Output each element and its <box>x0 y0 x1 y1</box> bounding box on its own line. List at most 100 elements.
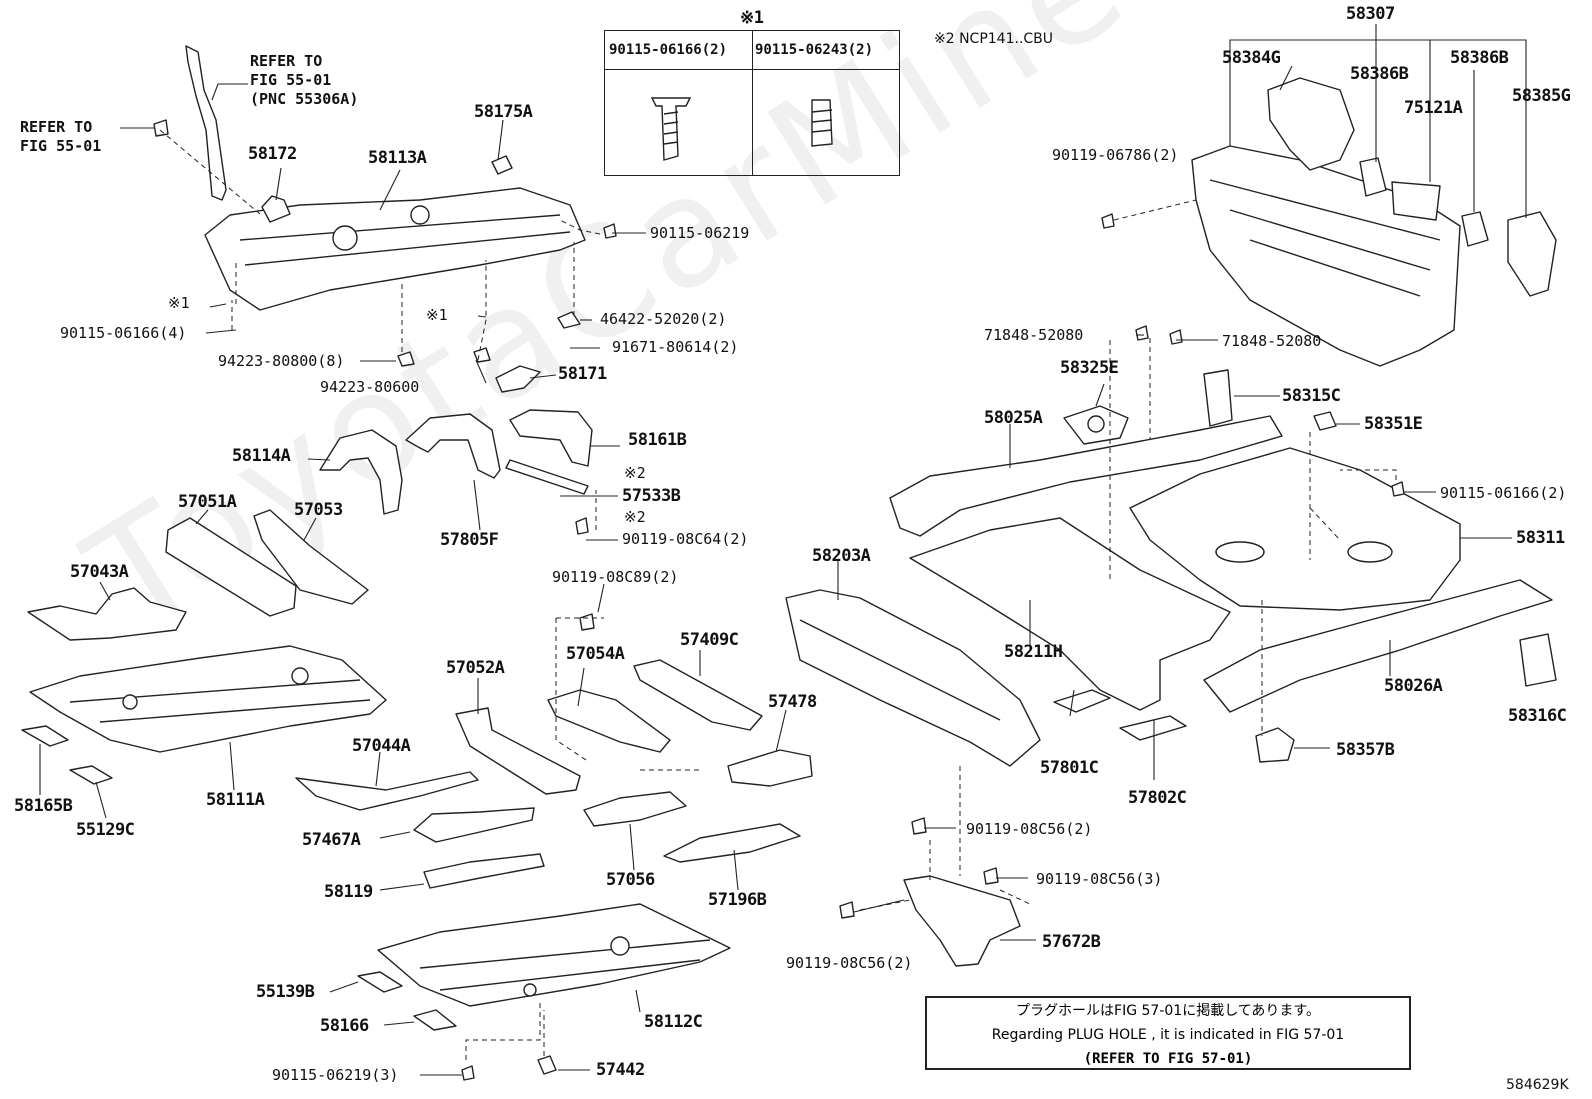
label-57672B: 57672B <box>1042 932 1101 952</box>
part-57044A-shape <box>295 771 479 811</box>
part-57801C-shape <box>1053 689 1111 713</box>
label-58311: 58311 <box>1516 528 1565 548</box>
label-58386B-b: 58386B <box>1450 48 1509 68</box>
note-line-japanese: プラグホールはFIG 57-01に掲載してあります。 <box>1016 1003 1320 1019</box>
fastener-reference-box: 90115-06166(2) 90115-06243(2) <box>604 30 900 176</box>
label-55139B: 55139B <box>256 982 315 1002</box>
label-90119-08C56-3: 90119-08C56(3) <box>1036 870 1163 888</box>
part-58165B-shape <box>21 725 69 747</box>
label-58166: 58166 <box>320 1016 369 1036</box>
note-mark-2: ※2 NCP141..CBU <box>934 31 1054 47</box>
label-57056: 57056 <box>606 870 655 890</box>
label-58211H: 58211H <box>1004 642 1063 662</box>
label-75121A: 75121A <box>1404 98 1463 118</box>
label-90119-08C64: 90119-08C64(2) <box>622 530 749 548</box>
label-90115-06166-4: 90115-06166(4) <box>60 324 187 342</box>
label-58165B: 58165B <box>14 796 73 816</box>
part-58111A-shape <box>29 645 387 753</box>
label-58025A: 58025A <box>984 408 1043 428</box>
label-58172: 58172 <box>248 144 297 164</box>
part-58315C-shape <box>1203 369 1233 427</box>
part-58203A-shape <box>785 589 1041 767</box>
note-mark-1-top: ※1 <box>740 8 764 28</box>
part-58114A-shape <box>319 429 403 515</box>
plug-hole-note: プラグホールはFIG 57-01に掲載してあります。 Regarding PLU… <box>925 996 1411 1070</box>
fastener-col2-label: 90115-06243(2) <box>755 42 874 58</box>
label-94223-80800: 94223-80800(8) <box>218 352 345 370</box>
part-57051A-shape <box>165 517 297 617</box>
label-57054A: 57054A <box>566 644 625 664</box>
label-58385G: 58385G <box>1512 86 1571 106</box>
diagram-id: 584629K <box>1506 1077 1569 1093</box>
part-55139B-shape <box>357 971 403 993</box>
label-58357B: 58357B <box>1336 740 1395 760</box>
part-58113A-shape <box>204 187 586 311</box>
part-57052A-shape <box>455 707 581 795</box>
label-note-mark-1b: ※1 <box>426 306 448 324</box>
part-58311-shape <box>1129 447 1461 611</box>
part-57409C-shape <box>633 659 763 731</box>
label-note-mark-1a: ※1 <box>168 294 190 312</box>
label-91671-80614: 91671-80614(2) <box>612 338 739 356</box>
part-57478-shape <box>727 749 813 787</box>
label-90119-08C56-2a: 90119-08C56(2) <box>966 820 1093 838</box>
label-57409C: 57409C <box>680 630 739 650</box>
label-57044A: 57044A <box>352 736 411 756</box>
label-58307: 58307 <box>1346 4 1395 24</box>
label-note-mark-2b: ※2 <box>624 508 646 526</box>
label-57053: 57053 <box>294 500 343 520</box>
label-58384G: 58384G <box>1222 48 1281 68</box>
label-90119-08C89: 90119-08C89(2) <box>552 568 679 586</box>
label-58119: 58119 <box>324 882 373 902</box>
label-90119-08C56-2b: 90119-08C56(2) <box>786 954 913 972</box>
part-58384G-shape <box>1267 77 1355 171</box>
label-71848-52080-b: 71848-52080 <box>1222 332 1322 350</box>
label-57478: 57478 <box>768 692 817 712</box>
label-58112C: 58112C <box>644 1012 703 1032</box>
pillar-bracket-shape <box>185 45 227 201</box>
label-90119-06786: 90119-06786(2) <box>1052 146 1179 164</box>
label-57533B: 57533B <box>622 486 681 506</box>
part-57672B-shape <box>903 875 1021 967</box>
label-note-mark-2a: ※2 <box>624 464 646 482</box>
part-58316C-shape <box>1519 633 1557 687</box>
part-58171-shape <box>495 365 541 393</box>
label-57467A: 57467A <box>302 830 361 850</box>
label-55129C: 55129C <box>76 820 135 840</box>
part-58386B-b-shape <box>1461 211 1489 247</box>
part-57053-shape <box>253 509 369 605</box>
label-58111A: 58111A <box>206 790 265 810</box>
label-58386B-a: 58386B <box>1350 64 1409 84</box>
label-71848-52080-a: 71848-52080 <box>984 326 1084 344</box>
part-57802C-shape <box>1119 715 1187 741</box>
part-58166-shape <box>413 1009 457 1031</box>
label-58171: 58171 <box>558 364 607 384</box>
part-75121A-shape <box>1391 181 1441 221</box>
part-58351E-shape <box>1313 411 1337 431</box>
part-57805F-shape <box>405 413 501 479</box>
part-57054A-shape <box>547 689 671 753</box>
part-58175A-shape <box>491 155 513 175</box>
label-58114A: 58114A <box>232 446 291 466</box>
label-57196B: 57196B <box>708 890 767 910</box>
part-58025A-shape <box>889 415 1283 537</box>
note-line-english: Regarding PLUG HOLE , it is indicated in… <box>991 1027 1345 1043</box>
label-90115-06219: 90115-06219 <box>650 224 750 242</box>
part-58161B-shape <box>509 409 593 467</box>
part-57196B-shape <box>663 823 801 863</box>
part-57442-shape <box>537 1055 557 1075</box>
label-57802C: 57802C <box>1128 788 1187 808</box>
label-58175A: 58175A <box>474 102 533 122</box>
label-58325E: 58325E <box>1060 358 1119 378</box>
label-46422-52020: 46422-52020(2) <box>600 310 727 328</box>
label-57043A: 57043A <box>70 562 129 582</box>
label-57805F: 57805F <box>440 530 499 550</box>
part-57056-shape <box>583 791 687 827</box>
label-90115-06219-3: 90115-06219(3) <box>272 1066 399 1084</box>
part-57467A-shape <box>413 807 535 843</box>
part-57043A-shape <box>27 587 187 641</box>
refer-note-a: REFER TO FIG 55-01 (PNC 55306A) <box>250 52 359 108</box>
label-58161B: 58161B <box>628 430 687 450</box>
note-line-refer: (REFER TO FIG 57-01) <box>1083 1051 1253 1067</box>
